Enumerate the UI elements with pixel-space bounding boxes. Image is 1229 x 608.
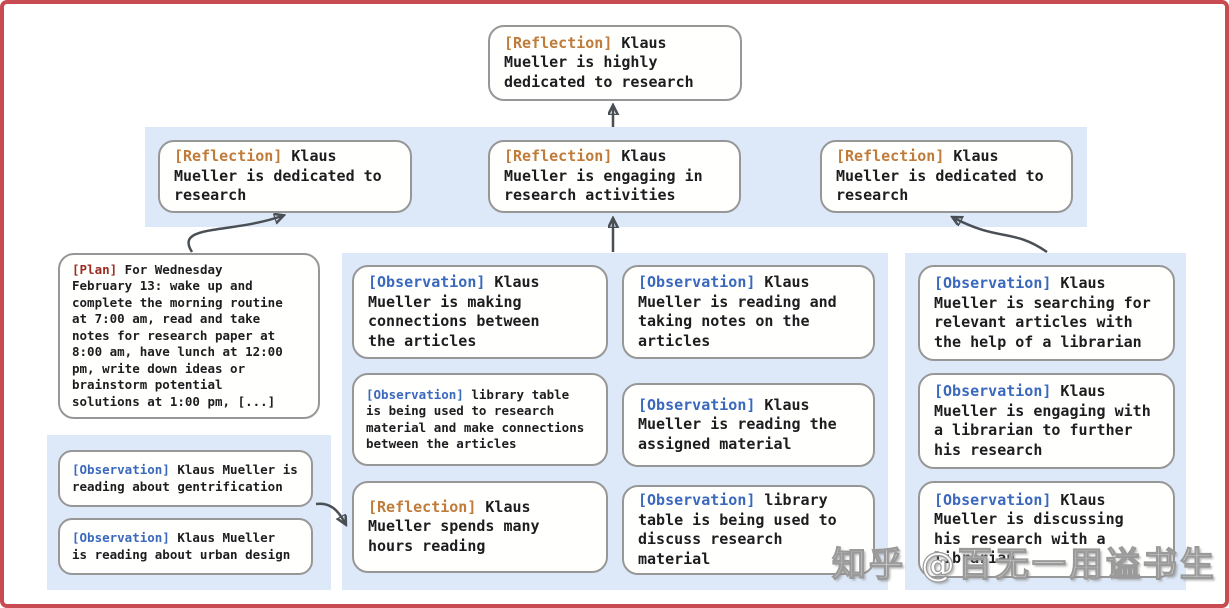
- reflection-tag: [Reflection]: [504, 33, 613, 52]
- memory-node-observation-library-table-research: [Observation] library table is being use…: [352, 373, 608, 466]
- memory-node-observation-gentrification: [Observation] Klaus Mueller is reading a…: [58, 450, 313, 507]
- node-text: [Reflection] Klaus Mueller is dedicated …: [836, 147, 1057, 206]
- node-body: Klaus Mueller is dedicated to research: [174, 147, 382, 205]
- node-text: [Observation] Klaus Mueller is reading a…: [72, 462, 299, 495]
- memory-node-observation-taking-notes: [Observation] Klaus Mueller is reading a…: [622, 265, 875, 359]
- node-body: Klaus Mueller is engaging with a librari…: [934, 382, 1151, 459]
- observation-tag: [Observation]: [366, 386, 464, 402]
- node-body: Klaus Mueller is engaging in research ac…: [504, 147, 703, 205]
- node-text: [Observation] Klaus Mueller is searching…: [934, 274, 1159, 352]
- memory-node-reflection-center: [Reflection] Klaus Mueller is engaging i…: [488, 140, 741, 213]
- node-text: [Reflection] Klaus Mueller is engaging i…: [504, 147, 725, 206]
- node-text: [Observation] library table is being use…: [638, 491, 859, 569]
- observation-tag: [Observation]: [934, 274, 1052, 292]
- node-body: library table is being used to discuss r…: [638, 491, 837, 568]
- observation-tag: [Observation]: [72, 462, 170, 477]
- observation-tag: [Observation]: [638, 273, 756, 291]
- observation-tag: [Observation]: [638, 395, 756, 414]
- memory-node-observation-urban-design: [Observation] Klaus Mueller is reading a…: [58, 518, 313, 575]
- observation-tag: [Observation]: [368, 273, 486, 291]
- node-body: Klaus Mueller is reading and taking note…: [638, 273, 837, 350]
- node-body: Klaus Mueller is making connections betw…: [368, 273, 540, 350]
- observation-tag: [Observation]: [934, 490, 1052, 509]
- node-body: Klaus Mueller is reading about gentrific…: [72, 462, 298, 494]
- node-text: [Reflection] Klaus Mueller spends many h…: [368, 498, 592, 557]
- observation-tag: [Observation]: [72, 530, 170, 545]
- node-body: Klaus Mueller is searching for relevant …: [934, 274, 1151, 351]
- memory-node-observation-engaging-librarian: [Observation] Klaus Mueller is engaging …: [918, 373, 1175, 469]
- node-text: [Observation] Klaus Mueller is making co…: [368, 273, 592, 351]
- node-text: [Observation] Klaus Mueller is reading t…: [638, 396, 859, 455]
- node-body: Klaus Mueller is dedicated to research: [836, 147, 1044, 205]
- memory-node-reflection-left: [Reflection] Klaus Mueller is dedicated …: [158, 140, 412, 213]
- node-text: [Observation] Klaus Mueller is reading a…: [638, 273, 859, 351]
- node-body: Klaus Mueller spends many hours reading: [368, 497, 540, 555]
- zhihu-watermark: 知乎 @百无一用谥书生: [831, 544, 1217, 585]
- reflection-tag: [Reflection]: [174, 147, 283, 166]
- node-text: [Plan] For Wednesday February 13: wake u…: [72, 262, 306, 411]
- node-text: [Reflection] Klaus Mueller is highly ded…: [504, 34, 726, 93]
- node-body: Klaus Mueller is highly dedicated to res…: [504, 33, 694, 91]
- node-body: Klaus Mueller is reading about urban des…: [72, 530, 291, 562]
- node-text: [Observation] Klaus Mueller is discussin…: [934, 491, 1159, 569]
- node-text: [Observation] Klaus Mueller is engaging …: [934, 382, 1159, 460]
- memory-node-plan: [Plan] For Wednesday February 13: wake u…: [58, 253, 320, 419]
- memory-node-reflection-hours-reading: [Reflection] Klaus Mueller spends many h…: [352, 481, 608, 573]
- memory-node-observation-assigned-material: [Observation] Klaus Mueller is reading t…: [622, 383, 875, 467]
- memory-node-observation-library-table-discuss: [Observation] library table is being use…: [622, 485, 875, 575]
- reflection-tag: [Reflection]: [504, 147, 613, 166]
- observation-tag: [Observation]: [638, 491, 756, 509]
- observation-tag: [Observation]: [934, 382, 1052, 400]
- node-body: Klaus Mueller is discussing his research…: [934, 490, 1124, 568]
- node-text: [Reflection] Klaus Mueller is dedicated …: [174, 147, 396, 206]
- node-body: Klaus Mueller is reading the assigned ma…: [638, 395, 837, 453]
- node-text: [Observation] Klaus Mueller is reading a…: [72, 530, 299, 563]
- memory-node-observation-searching-articles: [Observation] Klaus Mueller is searching…: [918, 265, 1175, 361]
- reflection-tag: [Reflection]: [836, 147, 945, 166]
- node-body: For Wednesday February 13: wake up and c…: [72, 261, 283, 409]
- memory-node-observation-discussing-research: [Observation] Klaus Mueller is discussin…: [918, 481, 1175, 578]
- memory-node-observation-making-connections: [Observation] Klaus Mueller is making co…: [352, 265, 608, 359]
- node-text: [Observation] library table is being use…: [366, 387, 594, 453]
- reflection-tag: [Reflection]: [368, 497, 477, 516]
- plan-tag: [Plan]: [72, 261, 118, 277]
- memory-node-top-reflection: [Reflection] Klaus Mueller is highly ded…: [488, 25, 742, 101]
- memory-node-reflection-right: [Reflection] Klaus Mueller is dedicated …: [820, 140, 1073, 213]
- node-body: library table is being used to research …: [366, 386, 585, 452]
